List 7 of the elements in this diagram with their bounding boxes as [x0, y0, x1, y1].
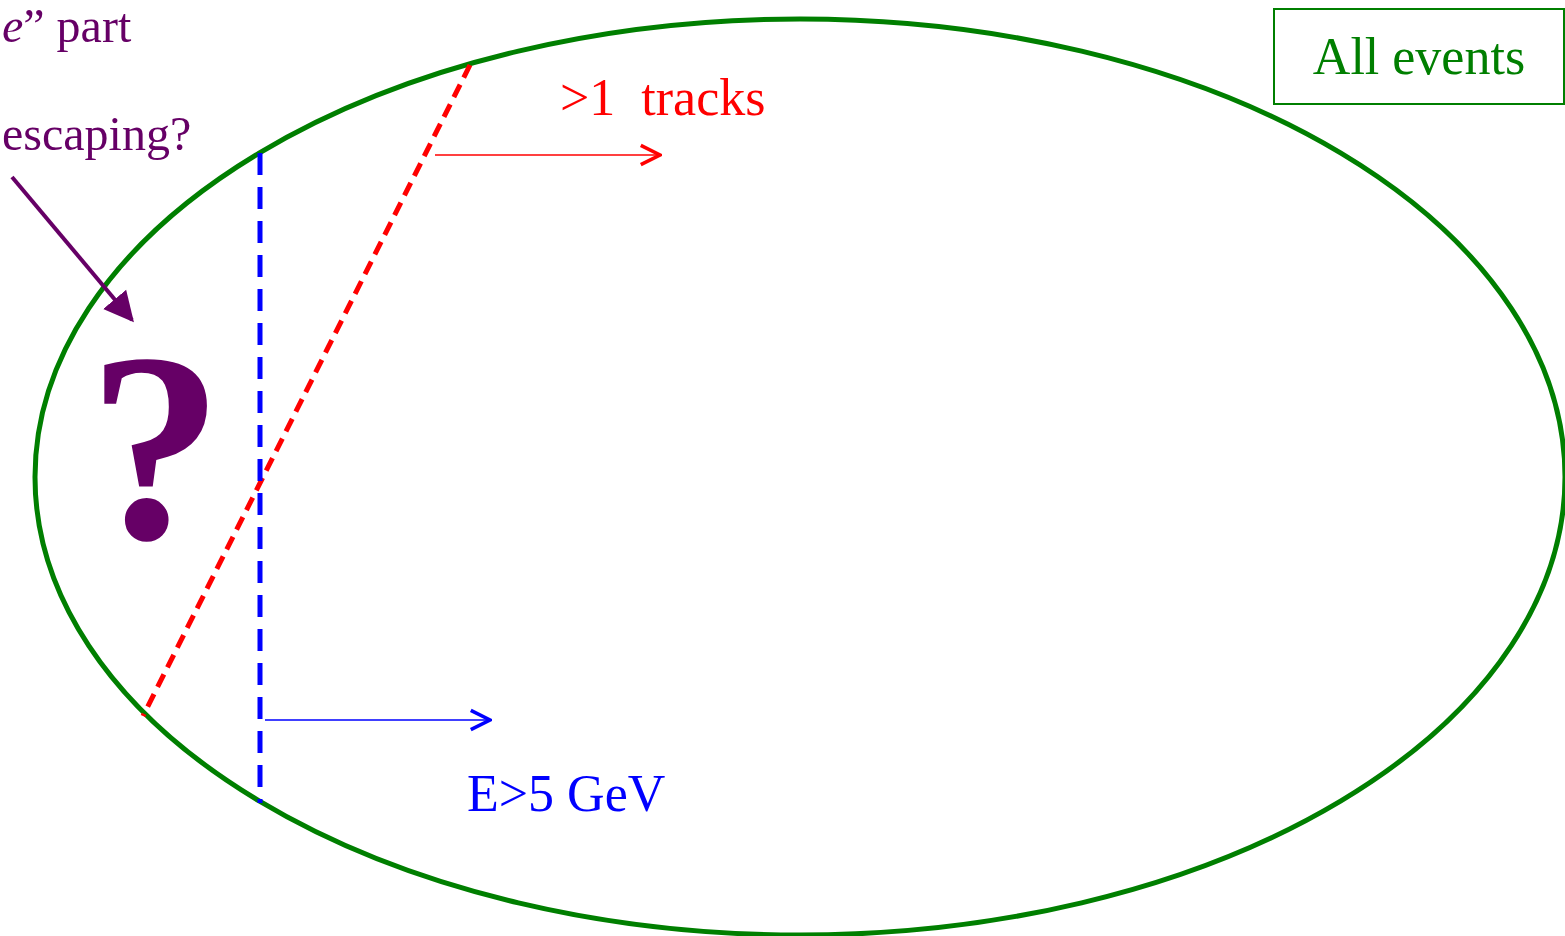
- cut-label: E>5 GeV: [467, 768, 666, 820]
- question-mark: ?: [88, 325, 223, 568]
- arrow: [10, 175, 134, 323]
- annotation-text: escaping?: [2, 110, 192, 158]
- annotation-text: e” part: [2, 2, 132, 50]
- cut-label: >1 tracks: [560, 72, 766, 124]
- label-box: All events: [1273, 8, 1565, 105]
